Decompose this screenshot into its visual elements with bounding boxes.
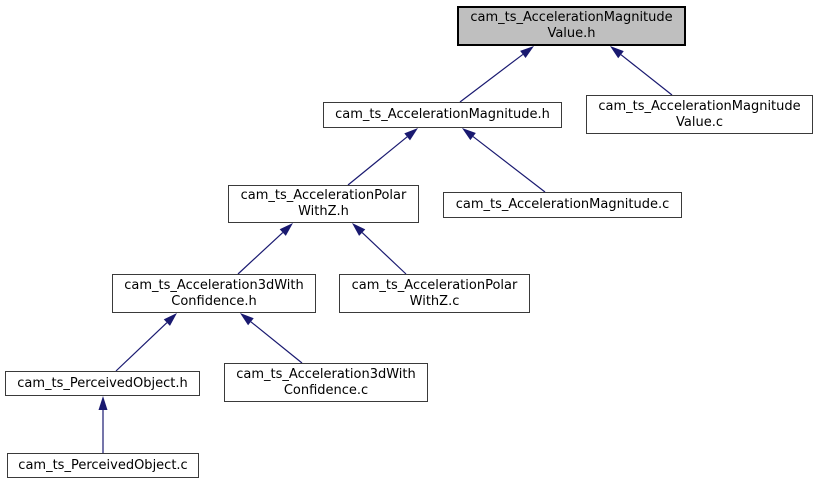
node-label-line: cam_ts_PerceivedObject.c bbox=[18, 457, 188, 473]
node-label-line: cam_ts_Acceleration3dWith bbox=[124, 277, 304, 293]
arrowhead-icon bbox=[98, 396, 108, 410]
dependency-edge-cam_ts_AccelerationPolarWithZ-h-to-cam_ts_AccelerationMagnitude-h bbox=[347, 136, 408, 186]
node-label-line: Confidence.h bbox=[171, 293, 257, 309]
arrowhead-icon bbox=[404, 128, 418, 141]
arrowhead-icon bbox=[352, 223, 366, 236]
node-label-line: cam_ts_AccelerationMagnitude bbox=[470, 10, 673, 25]
graph-node-cam_ts_AccelerationMagnitude-c[interactable]: cam_ts_AccelerationMagnitude.c bbox=[443, 192, 682, 218]
arrowhead-icon bbox=[163, 313, 177, 326]
dependency-edge-cam_ts_AccelerationMagnitudeValue-c-to-cam_ts_AccelerationMagnitudeValue-h bbox=[620, 54, 673, 96]
arrowhead-icon bbox=[462, 128, 476, 141]
node-label-line: cam_ts_AccelerationPolar bbox=[240, 188, 407, 203]
node-label-line: Value.h bbox=[547, 26, 596, 41]
dependency-edge-cam_ts_Acceleration3dWithConfidence-h-to-cam_ts_AccelerationPolarWithZ-h bbox=[237, 232, 284, 275]
node-label-line: cam_ts_PerceivedObject.h bbox=[17, 375, 188, 391]
node-label-line: cam_ts_AccelerationMagnitude.h bbox=[335, 107, 550, 122]
arrowhead-icon bbox=[279, 223, 293, 236]
graph-node-cam_ts_PerceivedObject-c[interactable]: cam_ts_PerceivedObject.c bbox=[7, 453, 199, 478]
node-label-line: Confidence.c bbox=[283, 382, 369, 398]
dependency-edge-cam_ts_AccelerationPolarWithZ-c-to-cam_ts_AccelerationPolarWithZ-h bbox=[361, 232, 407, 275]
arrowhead-icon bbox=[610, 46, 624, 59]
node-label-line: Value.c bbox=[676, 114, 723, 130]
dependency-edge-cam_ts_AccelerationMagnitude-c-to-cam_ts_AccelerationMagnitude-h bbox=[472, 136, 546, 193]
arrowhead-icon bbox=[240, 313, 254, 326]
node-label-line: WithZ.h bbox=[298, 204, 349, 219]
dependency-edge-cam_ts_AccelerationMagnitude-h-to-cam_ts_AccelerationMagnitudeValue-h bbox=[459, 53, 524, 103]
node-label-line: cam_ts_AccelerationMagnitude.c bbox=[455, 197, 670, 212]
arrowhead-icon bbox=[520, 46, 534, 59]
node-label-line: cam_ts_Acceleration3dWith bbox=[236, 366, 416, 382]
node-label-line: cam_ts_AccelerationPolar bbox=[351, 277, 518, 293]
node-label-line: WithZ.c bbox=[409, 293, 460, 309]
node-label-line: cam_ts_AccelerationMagnitude bbox=[598, 98, 801, 114]
dependency-edge-cam_ts_PerceivedObject-h-to-cam_ts_Acceleration3dWithConfidence-h bbox=[115, 322, 168, 372]
graph-node-cam_ts_AccelerationMagnitude-h[interactable]: cam_ts_AccelerationMagnitude.h bbox=[323, 102, 562, 128]
graph-node-cam_ts_PerceivedObject-h[interactable]: cam_ts_PerceivedObject.h bbox=[5, 371, 200, 396]
dependency-edge-cam_ts_Acceleration3dWithConfidence-c-to-cam_ts_Acceleration3dWithConfidence-h bbox=[250, 321, 303, 364]
